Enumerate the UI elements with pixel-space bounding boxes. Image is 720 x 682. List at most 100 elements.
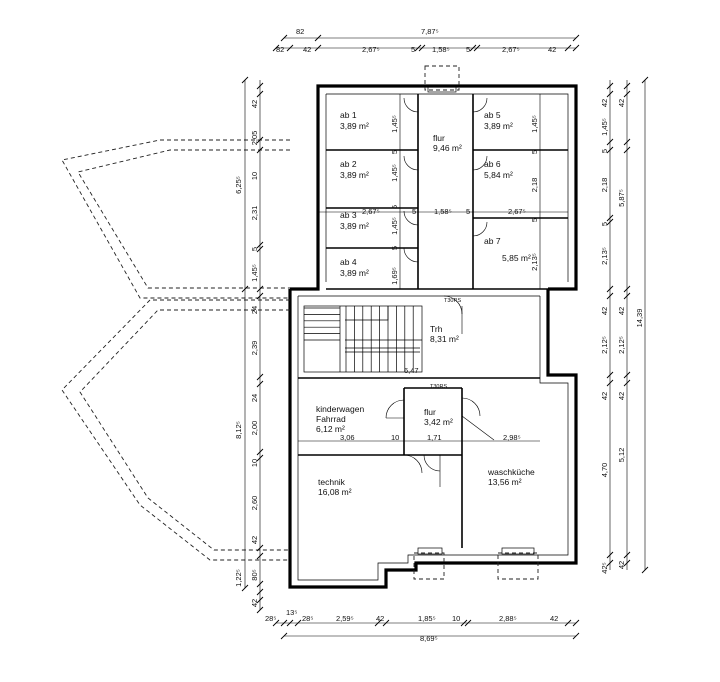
dim-tick <box>256 373 264 381</box>
door-swing <box>423 454 441 472</box>
dim-tick <box>256 588 264 596</box>
dim-bottom-185: 1,85⁵ <box>418 614 436 623</box>
room-kinderwagen-name1: kinderwagen <box>316 404 364 414</box>
dim-tick <box>606 214 614 222</box>
dim-left-10b: 10 <box>250 459 259 467</box>
door-swing <box>461 397 481 417</box>
room-ab4-name: ab 4 <box>340 257 357 267</box>
dims-bottom: 8,69⁵ 28⁵ 13⁵ 28⁵ 2,59⁵ 42 1,85⁵ 10 2,88… <box>265 608 580 643</box>
dim-tick <box>286 44 294 52</box>
dim-tick <box>606 138 614 146</box>
room-ab2-area: 3,89 m² <box>340 170 369 180</box>
dim-inner-267d: 2,67⁵ <box>508 207 526 216</box>
dim-inner-298: 2,98⁵ <box>503 433 521 442</box>
dim-bottom-135: 13⁵ <box>286 608 297 617</box>
dim-tick <box>256 241 264 249</box>
dim-right-42e: 42 <box>600 392 609 400</box>
door-swing <box>461 415 495 441</box>
dim-bottom-42b: 42 <box>550 614 558 623</box>
dim-tick <box>623 82 631 90</box>
room-flur-top-name: flur <box>433 133 445 143</box>
door-swing <box>403 454 423 474</box>
dim-tick <box>623 146 631 154</box>
dim-left-122: 1,22⁵ <box>234 569 243 587</box>
dim-tick <box>256 90 264 98</box>
dim-tick <box>256 606 264 614</box>
dim-ab6-height: 2,18 <box>530 178 539 193</box>
dim-tick <box>314 44 322 52</box>
dim-tick <box>256 544 264 552</box>
room-ab5-name: ab 5 <box>484 110 501 120</box>
dim-tick <box>286 619 294 627</box>
dim-tick <box>606 292 614 300</box>
dim-tick <box>280 632 288 640</box>
dims-inner: 2,67⁵ 5 1,58⁵ 5 2,67⁵ 3,06 10 1,71 2,98⁵ <box>298 207 540 442</box>
dim-tick <box>623 551 631 559</box>
windows <box>413 65 539 580</box>
dim-right-145: 1,45⁵ <box>600 118 609 136</box>
dim-left-205: 2,05 <box>250 131 259 146</box>
door-marks: T30RS T30RS 6,47 <box>404 298 461 390</box>
dim-tick <box>241 285 249 293</box>
dim-tick <box>606 146 614 154</box>
dim-bottom-288: 2,88⁵ <box>499 614 517 623</box>
dim-tick <box>606 551 614 559</box>
dim-left-80: 80⁵ <box>250 569 259 580</box>
inner-walls <box>298 94 568 548</box>
dims-top: 7,87⁵ 82 82 42 2,67⁵ 5 1,58⁵ 5 2,67⁵ 42 <box>272 27 580 213</box>
door-mark-t30rs-lower: T30RS <box>430 384 447 390</box>
dim-ab7-height: 2,13⁵ <box>530 253 539 271</box>
dim-top-267b: 2,67⁵ <box>502 45 520 54</box>
dim-tick <box>564 44 572 52</box>
room-ab1-name: ab 1 <box>340 110 357 120</box>
dim-right-42a: 42 <box>600 99 609 107</box>
dim-tick <box>623 285 631 293</box>
dim-bottom-285b: 28⁵ <box>302 614 313 623</box>
dim-tick <box>256 245 264 253</box>
room-ab1-area: 3,89 m² <box>340 121 369 131</box>
dim-left-24b: 24 <box>250 394 259 402</box>
dim-tick <box>572 34 580 42</box>
dim-tick <box>280 34 288 42</box>
dim-tick <box>374 619 382 627</box>
dim-left-145: 1,45⁵ <box>250 264 259 282</box>
room-ab3-area: 3,89 m² <box>340 221 369 231</box>
room-kinderwagen-name2: Fahrrad <box>316 414 346 424</box>
dim-tick <box>623 559 631 567</box>
dim-inner-171: 1,71 <box>427 433 442 442</box>
dim-left-5: 5 <box>250 247 259 251</box>
dim-top-82a: 82 <box>296 27 304 36</box>
dim-right-42f: 42 <box>617 392 626 400</box>
dim-tick <box>641 566 649 574</box>
dim-tick <box>256 596 264 604</box>
dim-top-42a: 42 <box>303 45 311 54</box>
dim-tick <box>623 371 631 379</box>
dim-tick <box>464 619 472 627</box>
room-ab3-name: ab 3 <box>340 210 357 220</box>
dim-tick <box>418 44 426 52</box>
dim-tick <box>572 44 580 52</box>
room-flur-top-area: 9,46 m² <box>433 143 462 153</box>
dim-tick <box>256 552 264 560</box>
dim-tick <box>256 82 264 90</box>
dashed-annex <box>61 139 290 561</box>
room-waschkueche-area: 13,56 m² <box>488 477 522 487</box>
dim-ab1-height: 1,45⁵ <box>390 115 399 133</box>
dim-left-200: 2,00 <box>250 421 259 436</box>
dim-inner-5c: 5 <box>412 207 416 216</box>
dim-tick <box>256 146 264 154</box>
dim-right-212a: 2,12⁵ <box>600 336 609 354</box>
dim-sep-5c: 5 <box>390 246 399 250</box>
room-trh-name: Trh <box>430 324 443 334</box>
dim-left-overall-bottom: 8,12⁵ <box>234 421 243 439</box>
dim-left-overall-top: 6,25⁵ <box>234 176 243 194</box>
dim-tick <box>606 285 614 293</box>
stair-rise-label: 6,47 <box>404 366 419 375</box>
dim-right-470: 4,70 <box>600 463 609 478</box>
dim-tick <box>473 44 481 52</box>
dim-bottom-10: 10 <box>452 614 460 623</box>
dim-tick <box>280 619 288 627</box>
dim-left-10: 10 <box>250 172 259 180</box>
door-swing <box>403 247 419 263</box>
dim-top-158: 1,58⁵ <box>432 45 450 54</box>
